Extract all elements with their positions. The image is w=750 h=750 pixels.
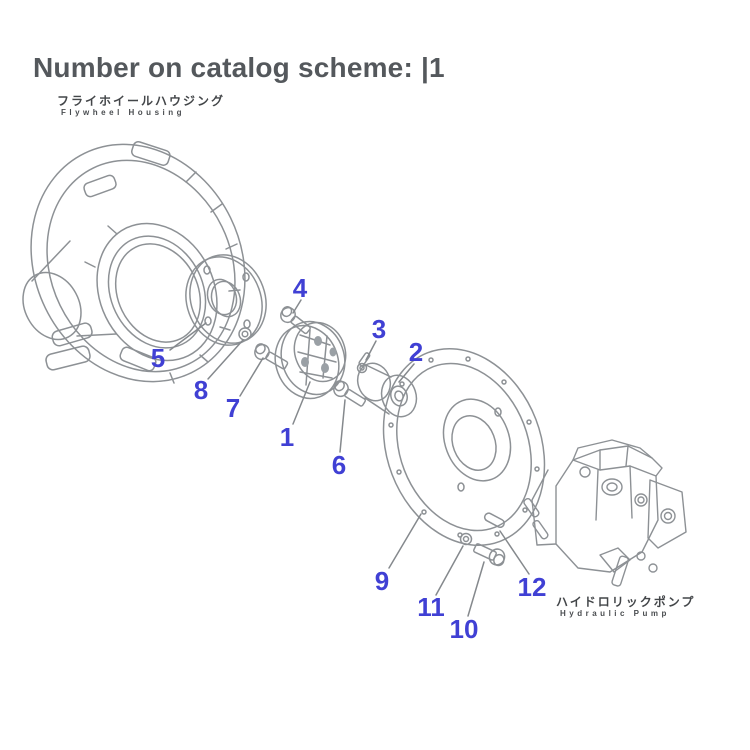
part-number-11: 11 <box>417 592 445 622</box>
bolt-part3-drawing <box>356 352 371 374</box>
hydraulic-pump-drawing <box>523 439 687 587</box>
adapter-plate-part9-drawing <box>382 348 546 546</box>
flywheel-housing-label-en: Flywheel Housing <box>61 108 186 117</box>
part-number-9: 9 <box>374 566 390 596</box>
hydraulic-pump-label-en: Hydraulic Pump <box>560 609 670 618</box>
page-title: Number on catalog scheme: |1 <box>33 52 445 83</box>
part-number-6: 6 <box>331 450 347 480</box>
bolt-part7-drawing <box>254 343 289 370</box>
bushing-part2-drawing <box>356 362 418 418</box>
coupling-part1-drawing <box>274 320 347 400</box>
washer-part11-drawing <box>459 532 473 546</box>
part-number-2: 2 <box>408 337 424 367</box>
part-number-5: 5 <box>150 343 166 373</box>
pin-part12-drawing <box>483 512 505 529</box>
part-number-12: 12 <box>517 572 547 602</box>
part-number-7: 7 <box>225 393 241 423</box>
part-number-4: 4 <box>292 273 308 303</box>
hydraulic-pump-label-jp: ハイドロリックポンプ <box>556 595 696 609</box>
bolt-part4-drawing <box>280 306 311 335</box>
washer-part8-drawing <box>238 327 252 341</box>
flywheel-housing-label: フライホイールハウジング Flywheel Housing <box>57 95 225 118</box>
flywheel-housing-drawing <box>22 141 246 384</box>
drive-disc-part5-drawing <box>185 254 267 346</box>
bolt-part6-drawing <box>333 380 367 407</box>
part-number-10: 10 <box>449 614 479 644</box>
part-number-1: 1 <box>279 422 295 452</box>
leader-lines <box>169 299 530 617</box>
hydraulic-pump-label: ハイドロリックポンプ Hydraulic Pump <box>556 596 695 619</box>
part-number-8: 8 <box>193 375 209 405</box>
flywheel-housing-label-jp: フライホイールハウジング <box>57 94 226 108</box>
part-number-3: 3 <box>371 314 387 344</box>
bolt-part10-drawing <box>473 543 506 567</box>
